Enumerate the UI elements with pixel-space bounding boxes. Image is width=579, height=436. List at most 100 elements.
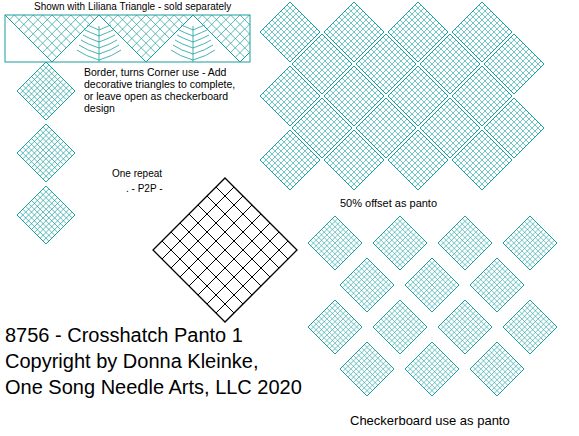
hatch-line (284, 154, 314, 184)
hatch-line (339, 81, 369, 111)
hatch-line (374, 116, 404, 146)
hatch-line (527, 324, 554, 351)
hatch-line (378, 238, 405, 265)
hatch-line (478, 277, 505, 304)
hatch-line (336, 148, 366, 178)
hatch-line (489, 277, 516, 304)
hatch-line (354, 356, 381, 383)
hatch-line (180, 223, 252, 295)
hatch-line (221, 15, 250, 34)
hatch-line (34, 203, 63, 232)
hatch-line (419, 356, 446, 383)
hatch-line (406, 148, 436, 178)
hatch-line (278, 20, 308, 50)
hatch-line (311, 324, 338, 351)
hatch-line (310, 116, 340, 146)
hatch-line (216, 241, 288, 313)
hatch-line (376, 240, 403, 267)
hatch-line (392, 235, 419, 262)
hatch-line (499, 113, 529, 143)
crosshatch-diamond (452, 130, 512, 190)
note-label: Border, turns Corner use - Add decorativ… (84, 66, 236, 114)
hatch-line (441, 240, 468, 267)
hatch-line (322, 314, 349, 341)
note-label: One repeat (112, 168, 162, 180)
hatch-line (368, 116, 398, 146)
hatch-line (467, 145, 497, 175)
diamond-outline (324, 130, 384, 190)
hatch-line (43, 150, 72, 179)
hatch-line (470, 148, 500, 178)
hatch-line (345, 280, 372, 307)
hatch-line (333, 87, 363, 117)
hatch-line (429, 119, 459, 149)
hatch-line (32, 77, 61, 106)
hatch-line (32, 139, 61, 168)
hatch-line (392, 319, 419, 346)
hatch-line (484, 356, 511, 383)
hatch-line (311, 240, 338, 267)
diamond-outline (470, 342, 524, 396)
hatch-line (207, 232, 279, 304)
hatch-line (458, 154, 488, 184)
hatch-line (475, 280, 502, 307)
hatch-line (198, 223, 270, 295)
hatch-line (29, 79, 58, 108)
hatch-line (371, 49, 401, 79)
crosshatch-diamond (17, 62, 75, 120)
hatch-line (365, 119, 395, 149)
hatch-line (272, 20, 302, 50)
hatch-line (322, 230, 349, 257)
hatch-line (424, 277, 451, 304)
hatch-line (467, 17, 497, 47)
hatch-line (354, 356, 381, 383)
hatch-line (462, 324, 489, 351)
hatch-line (189, 214, 261, 286)
hatch-line (421, 358, 448, 385)
hatch-line (486, 274, 513, 301)
crosshatch-diamond (405, 258, 459, 312)
hatch-line (356, 358, 383, 385)
hatch-line (397, 324, 424, 351)
crosshatch-diamond (438, 216, 492, 270)
hatch-line (406, 84, 436, 114)
hatch-line (424, 361, 451, 388)
hatch-line (419, 272, 446, 299)
hatch-line (416, 274, 443, 301)
diamond-outline (405, 342, 459, 396)
hatch-line (484, 272, 511, 299)
hatch-line (461, 87, 491, 117)
hatch-line (511, 319, 538, 346)
crosshatch-diamond (388, 130, 448, 190)
hatch-line (508, 238, 535, 265)
hatch-line (32, 139, 61, 168)
hatch-line (511, 61, 541, 91)
hatch-line (10, 15, 57, 57)
diamond-outline (308, 216, 362, 270)
hatch-line (310, 52, 340, 82)
diamond-outline (438, 300, 492, 354)
hatch-line (359, 361, 386, 388)
hatch-line (519, 316, 546, 343)
hatch-line (301, 119, 331, 149)
hatch-line (427, 280, 454, 307)
hatch-line (304, 116, 334, 146)
hatch-line (467, 145, 497, 175)
hatch-line (281, 87, 311, 117)
hatch-line (384, 232, 411, 259)
hatch-line (397, 23, 427, 53)
hatch-line (354, 272, 381, 299)
hatch-line (342, 148, 372, 178)
hatch-line (307, 49, 337, 79)
hatch-line (313, 322, 340, 349)
hatch-line (409, 87, 439, 117)
hatch-line (421, 274, 448, 301)
hatch-line (333, 23, 363, 53)
hatch-line (266, 154, 296, 184)
hatch-line (23, 209, 52, 238)
hatch-line (364, 366, 391, 393)
hatch-line (316, 235, 343, 262)
hatch-line (266, 26, 296, 56)
hatch-line (387, 230, 414, 257)
hatch-line (454, 316, 481, 343)
